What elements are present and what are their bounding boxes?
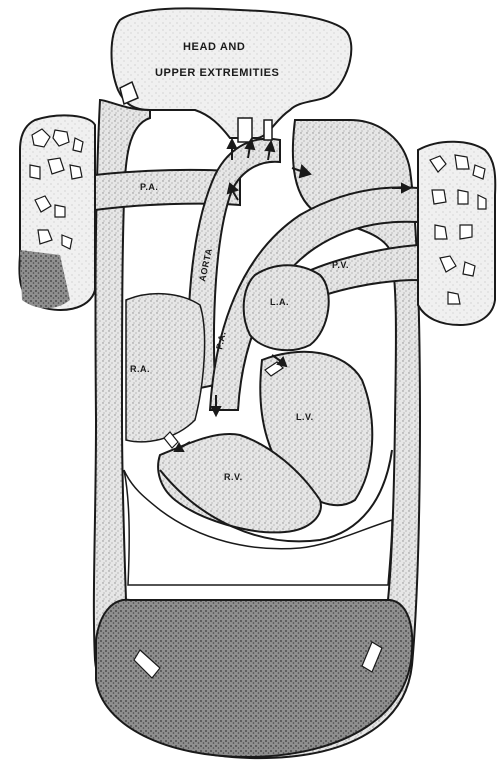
label-la: L.A. bbox=[270, 297, 289, 307]
head-vessel-left bbox=[238, 118, 252, 142]
head-vessel-right bbox=[264, 120, 272, 140]
left-atrium bbox=[244, 265, 329, 350]
label-pv: P.V. bbox=[332, 260, 349, 270]
label-ra: R.A. bbox=[130, 364, 150, 374]
label-rv: R.V. bbox=[224, 472, 243, 482]
head-title-line1: HEAD AND bbox=[183, 41, 245, 53]
label-pa-top: P.A. bbox=[140, 182, 158, 192]
head-title-line2: UPPER EXTREMITIES bbox=[155, 67, 280, 79]
label-lv: L.V. bbox=[296, 412, 314, 422]
